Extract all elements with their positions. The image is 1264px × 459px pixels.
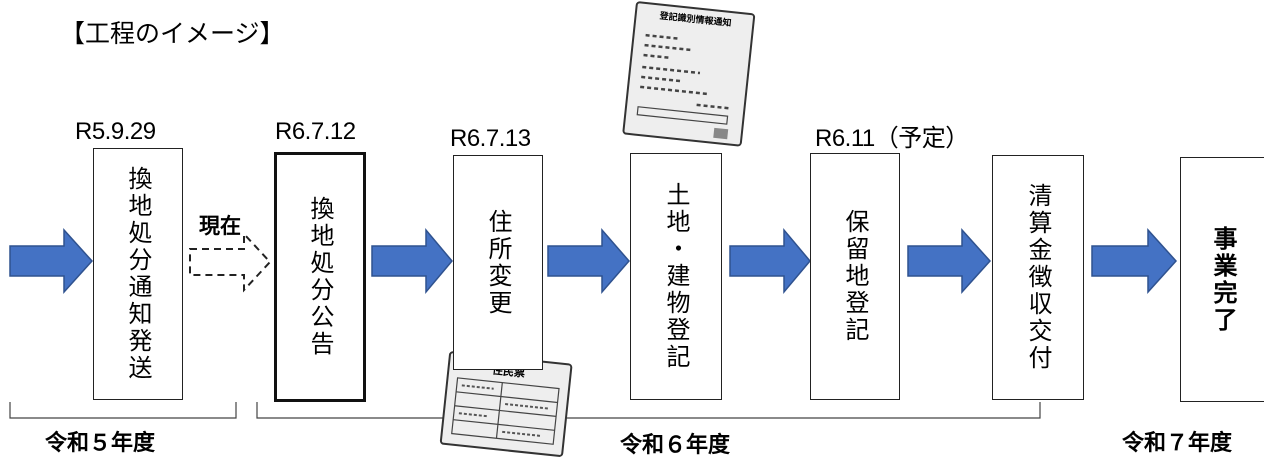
step-label-4: 土地・建物登記 xyxy=(662,182,690,371)
fy-bracket-2 xyxy=(256,402,1041,419)
current-label: 現在 xyxy=(199,214,241,238)
fiscal-year-label-1: 令和５年度 xyxy=(45,431,156,456)
notice-paper-illustration xyxy=(622,1,756,147)
step-date-3: R6.7.13 xyxy=(450,125,531,152)
fy-bracket-1 xyxy=(9,402,237,419)
step-box-1: 換地処分通知発送 xyxy=(93,148,183,400)
step-box-5: 保留地登記 xyxy=(810,153,900,400)
fiscal-year-label-2: 令和６年度 xyxy=(620,433,731,458)
step-date-5: R6.11（予定） xyxy=(815,125,969,152)
flow-arrow-1 xyxy=(9,228,94,294)
step-label-1: 換地処分通知発送 xyxy=(124,166,152,382)
step-box-6: 清算金徴収交付 xyxy=(992,155,1084,400)
flow-arrow-6 xyxy=(1091,228,1178,294)
flow-arrow-3 xyxy=(547,227,630,295)
flow-arrow-4 xyxy=(729,227,811,295)
flow-arrow-2 xyxy=(371,227,453,295)
page-title: 【工程のイメージ】 xyxy=(60,19,285,48)
flow-arrow-5 xyxy=(907,228,992,294)
step-date-2: R6.7.12 xyxy=(275,118,356,145)
step-label-5: 保留地登記 xyxy=(841,209,869,344)
step-box-3: 住所変更 xyxy=(453,155,543,370)
resident-paper-illustration xyxy=(439,351,573,457)
step-box-2: 換地処分公告 xyxy=(274,152,366,402)
step-date-1: R5.9.29 xyxy=(75,118,156,145)
step-box-7: 事業完了 xyxy=(1180,157,1264,402)
fiscal-year-label-3: 令和７年度 xyxy=(1122,431,1233,456)
step-label-6: 清算金徴収交付 xyxy=(1024,183,1052,372)
step-label-2: 換地処分公告 xyxy=(306,196,334,358)
current-dashed-arrow xyxy=(189,231,272,293)
step-label-7: 事業完了 xyxy=(1209,225,1237,334)
step-label-3: 住所変更 xyxy=(484,208,512,317)
step-box-4: 土地・建物登記 xyxy=(630,153,722,400)
